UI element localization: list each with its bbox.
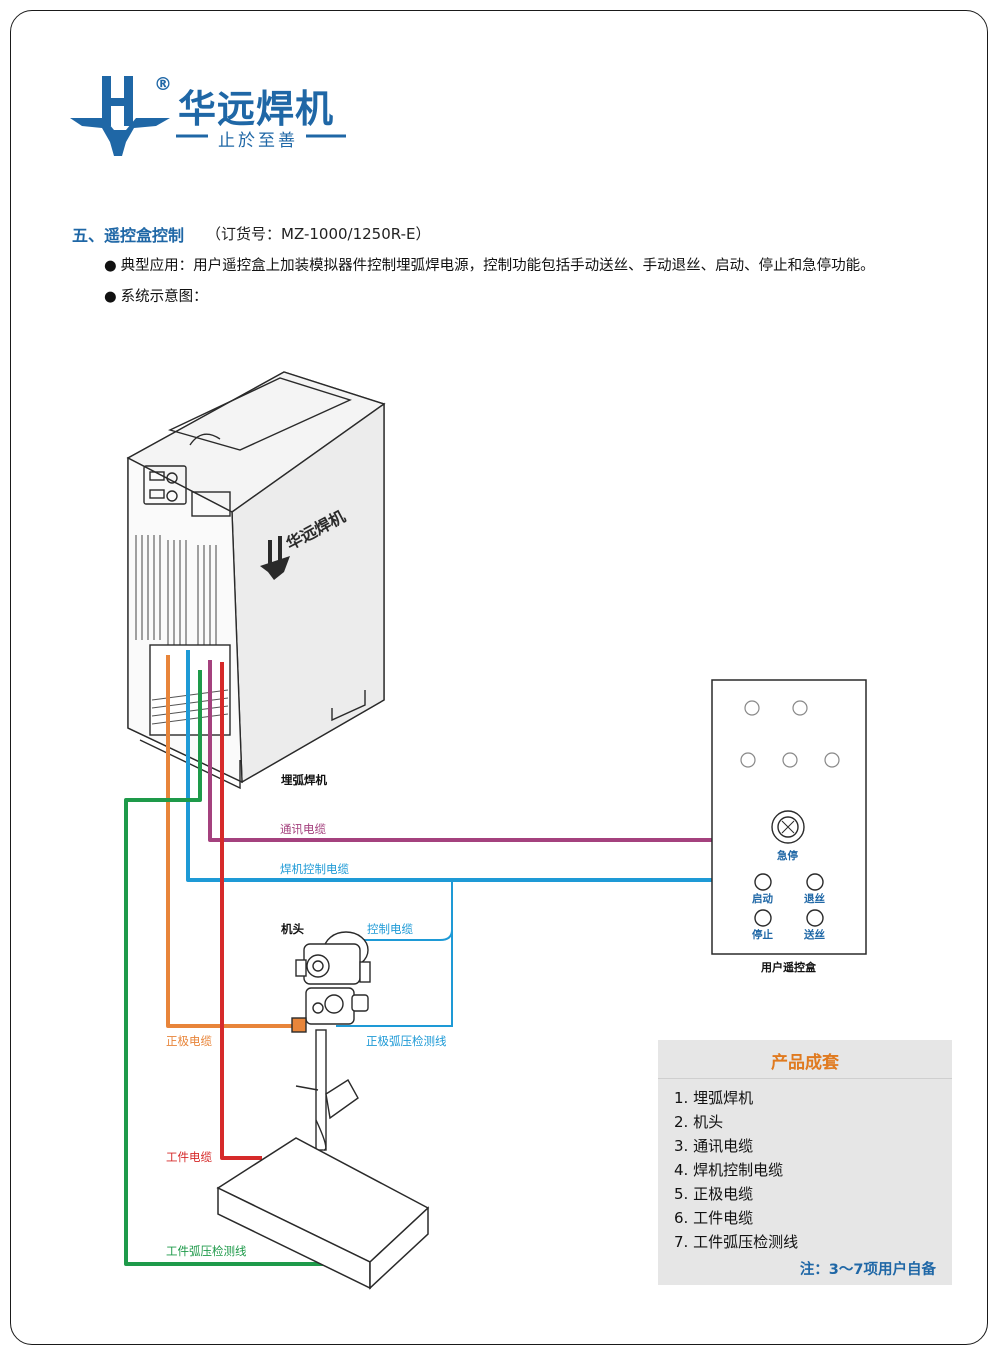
indicator-3-icon (740, 752, 756, 768)
feed-label: 送丝 (804, 929, 825, 941)
kit-item: 3. 通讯电缆 (674, 1137, 754, 1155)
brand-slogan: 止於至善 (218, 131, 298, 151)
stop-button-icon (754, 909, 772, 927)
welding-head (291, 931, 371, 1151)
bullet-dot-icon: ● (104, 289, 117, 305)
section-title: 五、遥控盒控制 (72, 226, 185, 245)
kit-item: 2. 机头 (674, 1113, 724, 1131)
indicator-1-icon (744, 700, 760, 716)
welder-control-cable (186, 650, 716, 882)
kit-item: 5. 正极电缆 (674, 1185, 754, 1203)
remote-box-label: 用户遥控盒 (761, 961, 816, 974)
kit-item: 1. 埋弧焊机 (674, 1089, 754, 1107)
bullet-application: ●典型应用：用户遥控盒上加装模拟器件控制埋弧焊电源，控制功能包括手动送丝、手动退… (104, 254, 875, 275)
bullet-diagram: ●系统示意图： (104, 285, 208, 306)
indicator-2-icon (792, 700, 808, 716)
indicator-4-icon (782, 752, 798, 768)
welding-machine (126, 371, 386, 790)
work-arc-detect-cable-label: 工件弧压检测线 (166, 1244, 247, 1258)
bullet-dot-icon: ● (104, 258, 117, 274)
registered-mark: ® (154, 74, 172, 95)
kit-title: 产品成套 (771, 1053, 839, 1073)
product-kit-panel: 产品成套 1. 埋弧焊机 2. 机头 3. 通讯电缆 4. 焊机控制电缆 5. … (658, 1040, 952, 1285)
indicator-5-icon (824, 752, 840, 768)
order-number: （订货号：MZ-1000/1250R-E） (206, 225, 431, 243)
kit-item: 4. 焊机控制电缆 (674, 1161, 784, 1179)
comm-cable-label: 通讯电缆 (280, 822, 326, 836)
comm-cable (208, 660, 716, 842)
kit-note: 注：3～7项用户自备 (799, 1262, 936, 1278)
page-frame (10, 10, 988, 1345)
kit-list: 1. 埋弧焊机 2. 机头 3. 通讯电缆 4. 焊机控制电缆 5. 正极电缆 … (674, 1086, 798, 1254)
work-cable-label: 工件电缆 (166, 1150, 212, 1164)
bullet-text: 典型应用：用户遥控盒上加装模拟器件控制埋弧焊电源，控制功能包括手动送丝、手动退丝… (120, 258, 875, 274)
arc-detect-cable (336, 900, 453, 1027)
arc-detect-cable-label: 正极弧压检测线 (366, 1034, 447, 1048)
kit-divider (658, 1078, 952, 1079)
positive-cable (166, 655, 300, 1028)
retract-label: 退丝 (804, 893, 825, 905)
welder-label: 埋弧焊机 (281, 773, 327, 787)
brand-logo-icon (70, 76, 346, 156)
machine-logo-icon (260, 536, 290, 580)
bullet-text: 系统示意图： (120, 289, 208, 305)
positive-cable-label: 正极电缆 (166, 1034, 212, 1048)
head-label: 机头 (281, 922, 304, 936)
estop-button-icon (771, 810, 805, 844)
kit-item: 6. 工件电缆 (674, 1209, 754, 1227)
start-label: 启动 (752, 893, 773, 905)
work-cable (220, 662, 262, 1160)
kit-item: 7. 工件弧压检测线 (674, 1233, 799, 1251)
retract-button-icon (806, 873, 824, 891)
work-arc-detect-cable (124, 670, 348, 1266)
feed-button-icon (806, 909, 824, 927)
estop-label: 急停 (777, 850, 798, 862)
workpiece (216, 1137, 430, 1290)
stop-label: 停止 (752, 929, 773, 941)
control-cable-label: 控制电缆 (367, 922, 413, 936)
brand-name: 华远焊机 (178, 87, 335, 131)
welder-control-cable-label: 焊机控制电缆 (280, 862, 349, 876)
start-button-icon (754, 873, 772, 891)
